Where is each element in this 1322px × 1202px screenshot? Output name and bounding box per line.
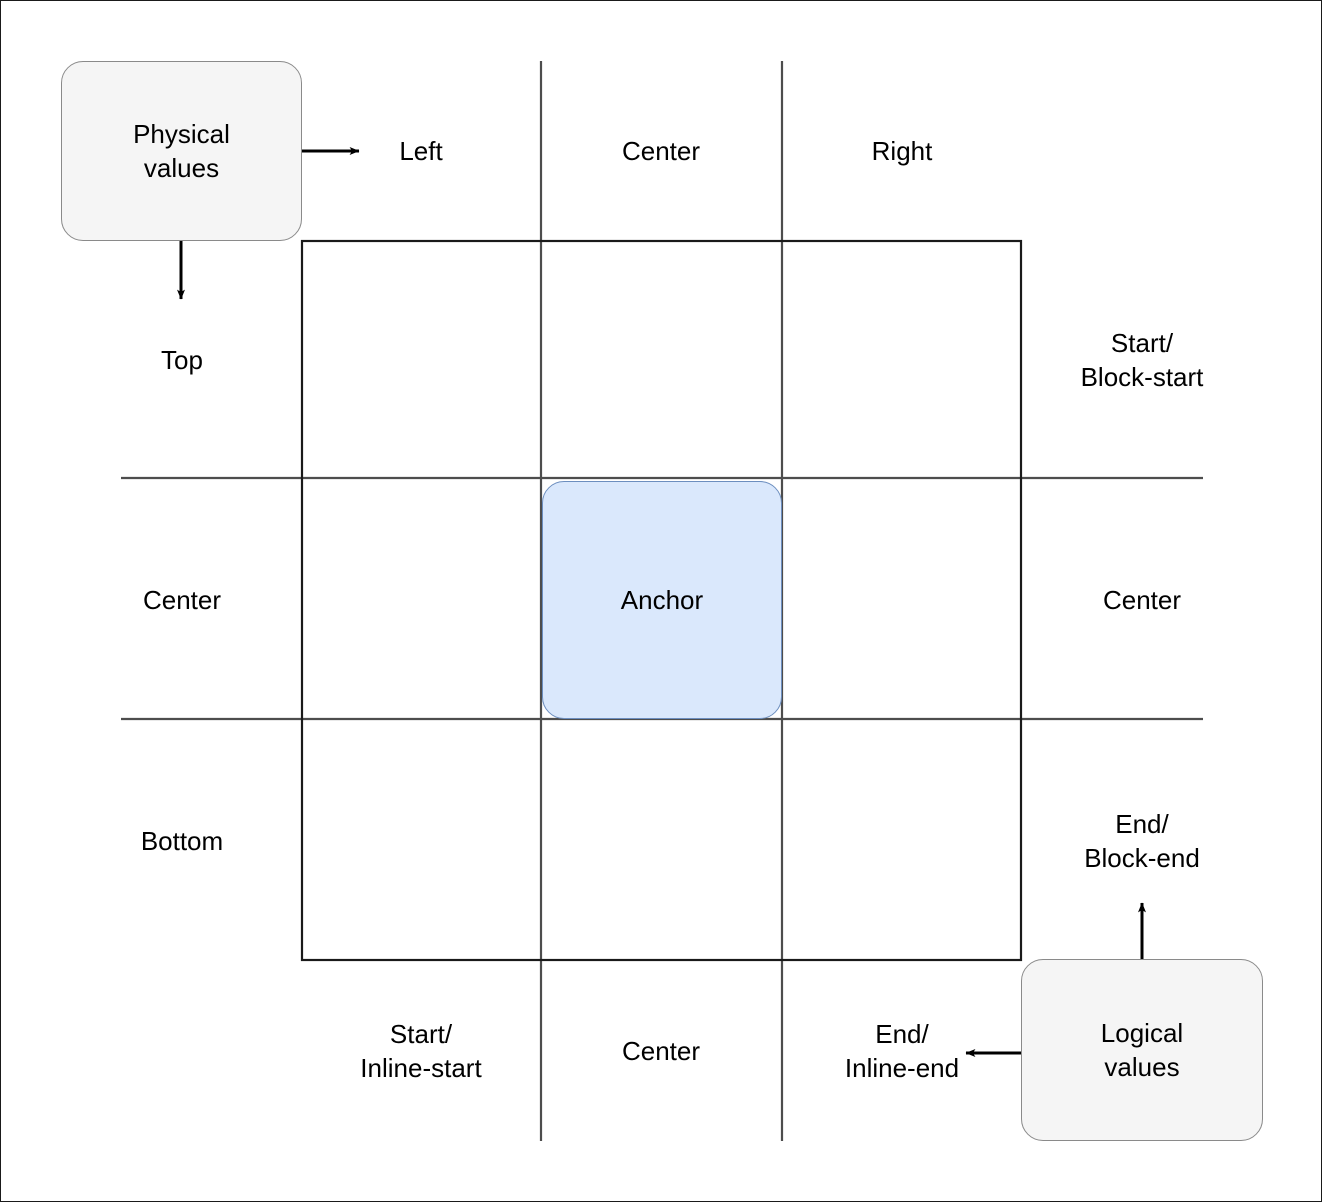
physical-values-label: Physical values — [133, 119, 230, 183]
left-label-bottom: Bottom — [140, 826, 224, 856]
top-label-center: Center — [621, 136, 701, 166]
anchor-box[interactable]: Anchor — [542, 481, 782, 719]
physical-values-box[interactable]: Physical values — [61, 61, 302, 241]
left-label-center: Center — [142, 585, 222, 615]
right-label-block-start: Start/ Block-start — [1080, 328, 1204, 392]
anchor-label: Anchor — [620, 585, 704, 615]
top-label-left: Left — [399, 136, 443, 166]
bottom-label-inline-end: End/ Inline-end — [844, 1019, 960, 1083]
right-label-block-end: End/ Block-end — [1084, 809, 1200, 873]
top-label-right: Right — [871, 136, 933, 166]
logical-values-label: Logical values — [1100, 1018, 1184, 1082]
bottom-label-center: Center — [621, 1036, 701, 1066]
left-label-top: Top — [161, 345, 203, 375]
bottom-label-inline-start: Start/ Inline-start — [360, 1019, 482, 1083]
right-label-center: Center — [1102, 585, 1182, 615]
logical-values-box[interactable]: Logical values — [1021, 959, 1263, 1141]
